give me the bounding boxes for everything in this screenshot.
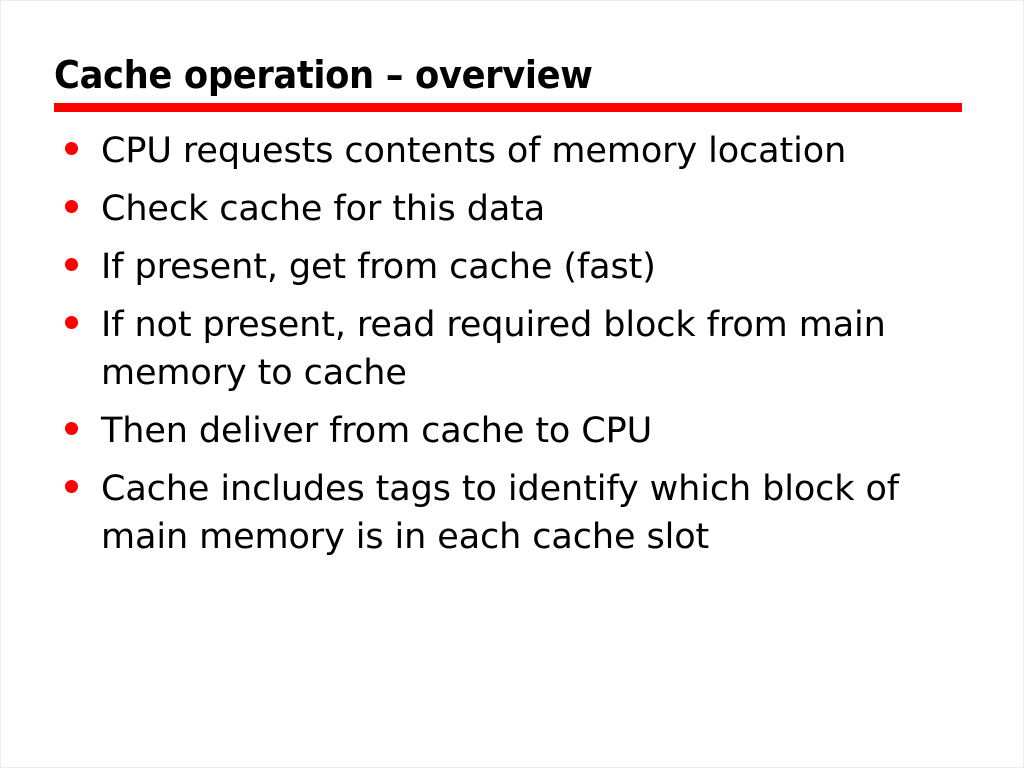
slide-title-block: Cache operation – overview xyxy=(54,53,962,112)
bullet-dot-icon xyxy=(65,258,78,271)
title-underline-rule xyxy=(54,103,962,112)
list-item: Check cache for this data xyxy=(57,185,977,233)
list-item: If present, get from cache (fast) xyxy=(57,243,977,291)
bullet-list: CPU requests contents of memory location… xyxy=(57,127,977,571)
page-title: Cache operation – overview xyxy=(54,53,593,97)
list-item: Then deliver from cache to CPU xyxy=(57,407,977,455)
bullet-dot-icon xyxy=(65,480,78,493)
list-item-label: CPU requests contents of memory location xyxy=(101,131,847,171)
list-item: Cache includes tags to identify which bl… xyxy=(57,465,977,561)
bullet-dot-icon xyxy=(65,316,78,329)
bullet-dot-icon xyxy=(65,200,78,213)
list-item-label: If present, get from cache (fast) xyxy=(101,247,656,287)
list-item-label: Then deliver from cache to CPU xyxy=(101,411,653,451)
list-item-label: If not present, read required block from… xyxy=(101,305,886,393)
list-item: CPU requests contents of memory location xyxy=(57,127,977,175)
list-item: If not present, read required block from… xyxy=(57,301,977,397)
list-item-label: Check cache for this data xyxy=(101,189,546,229)
bullet-dot-icon xyxy=(65,142,78,155)
bullet-dot-icon xyxy=(65,422,78,435)
list-item-label: Cache includes tags to identify which bl… xyxy=(101,469,900,557)
